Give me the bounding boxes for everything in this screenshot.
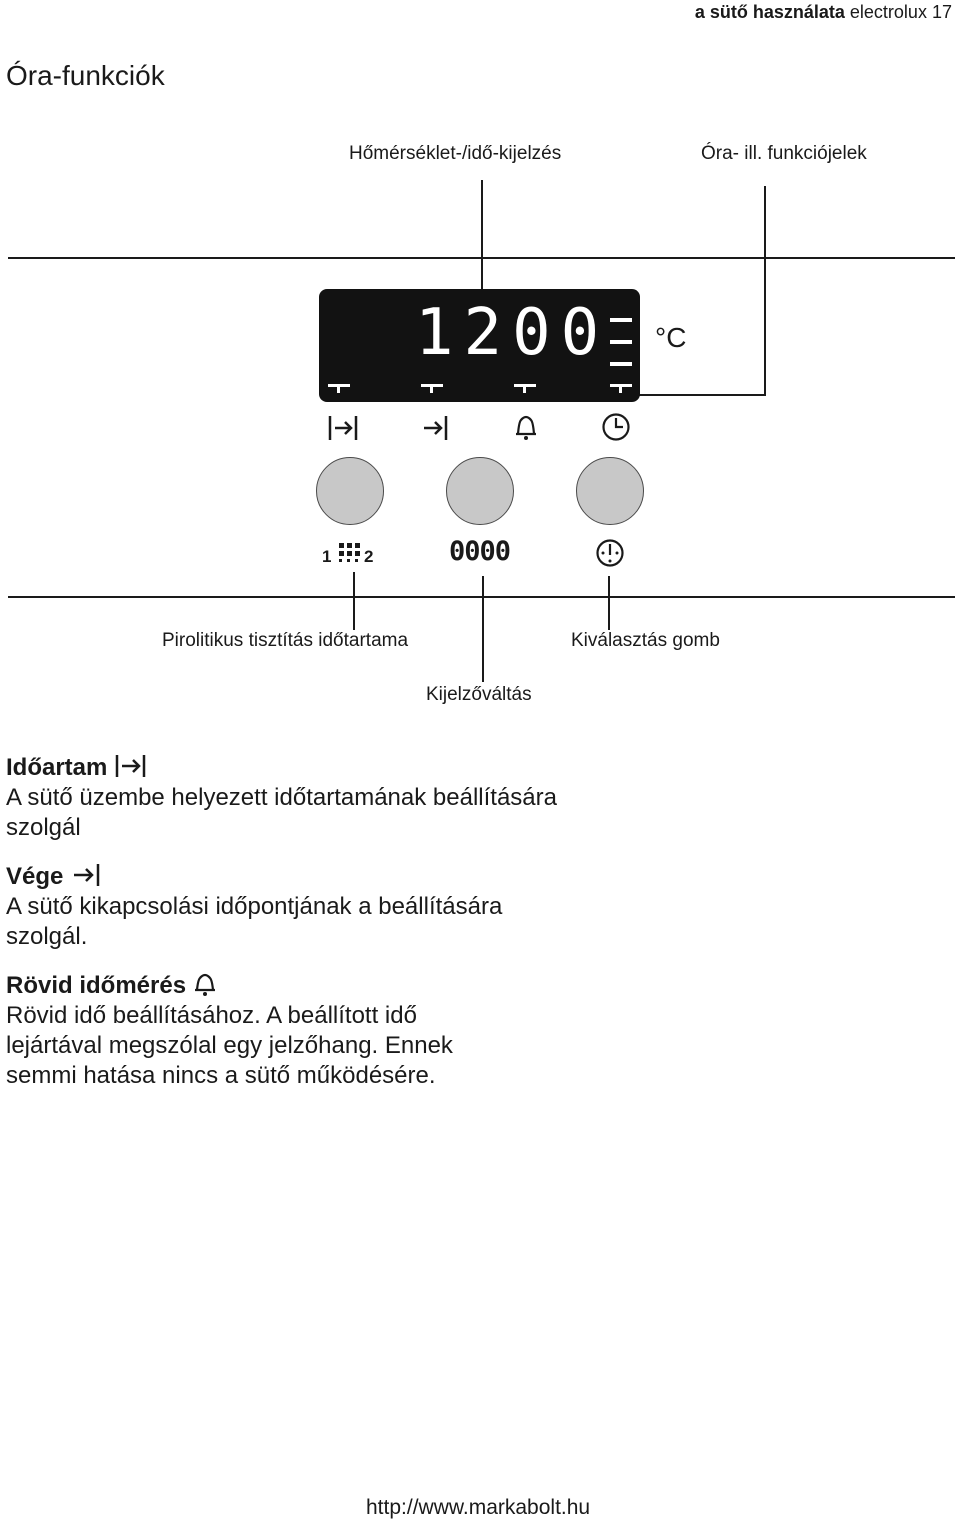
select-icon xyxy=(596,539,624,567)
header-page-number: 17 xyxy=(931,2,952,22)
section-heading: Rövid időmérés xyxy=(6,971,456,1001)
pyro-level-1: 1 xyxy=(322,547,332,566)
section-heading-text: Vége xyxy=(6,863,64,890)
label-symbols: Óra- ill. funkciójelek xyxy=(701,143,867,164)
page-title: Óra-funkciók xyxy=(6,60,165,91)
lcd-display xyxy=(319,289,640,402)
duration-icon xyxy=(328,416,358,440)
section-text: A sütő üzembe helyezett időtartamának be… xyxy=(6,784,557,841)
select-button-knob[interactable] xyxy=(576,457,644,525)
page-header: a sütő használata electrolux 17 xyxy=(695,2,952,23)
clock-icon xyxy=(602,413,630,441)
section-text: A sütő kikapcsolási időpontjának a beáll… xyxy=(6,893,503,950)
leader-line-select xyxy=(608,576,610,630)
label-pyro: Pirolitikus tisztítás időtartama xyxy=(162,630,409,651)
section-heading: Időartam xyxy=(6,753,566,783)
display-toggle-digits: 0000 xyxy=(449,536,511,567)
display-digits: 1200 xyxy=(415,296,610,370)
section-end: Vége A sütő kikapcsolási időpontjának a … xyxy=(6,862,566,952)
panel-bottom-edge xyxy=(8,596,955,598)
display-toggle-knob[interactable] xyxy=(446,457,514,525)
header-brand: electrolux xyxy=(849,2,927,22)
section-duration: Időartam A sütő üzembe helyezett időtart… xyxy=(6,753,566,843)
pyrolytic-cleaning-knob[interactable] xyxy=(316,457,384,525)
leader-line-display xyxy=(481,180,483,308)
leader-line-pyro xyxy=(353,572,355,630)
section-text: Rövid idő beállításához. A beállított id… xyxy=(6,1002,453,1089)
section-timer: Rövid időmérés Rövid idő beállításához. … xyxy=(6,971,456,1091)
label-toggle: Kijelzőváltás xyxy=(426,684,532,705)
label-display: Hőmérséklet-/idő-kijelzés xyxy=(349,143,562,164)
indicator-bars xyxy=(610,318,632,366)
degree-celsius-label: °C xyxy=(655,322,687,353)
section-heading-text: Időartam xyxy=(6,754,108,781)
leader-line-symbols-horizontal xyxy=(620,394,766,396)
bell-icon xyxy=(194,973,215,996)
pyro-level-2: 2 xyxy=(364,547,374,566)
end-time-icon xyxy=(74,864,100,886)
section-heading-text: Rövid időmérés xyxy=(6,972,187,999)
bell-icon xyxy=(516,415,536,440)
section-heading: Vége xyxy=(6,862,566,892)
pyrolytic-icon xyxy=(339,543,360,562)
header-section: a sütő használata xyxy=(694,2,845,22)
duration-icon xyxy=(115,755,146,777)
indicator-markers xyxy=(328,384,632,393)
footer-url[interactable]: http://www.markabolt.hu xyxy=(366,1496,591,1519)
leader-line-toggle xyxy=(482,576,484,682)
leader-line-symbols xyxy=(764,186,766,396)
label-select: Kiválasztás gomb xyxy=(571,630,720,651)
end-time-icon xyxy=(424,416,448,440)
panel-top-edge xyxy=(8,257,955,259)
